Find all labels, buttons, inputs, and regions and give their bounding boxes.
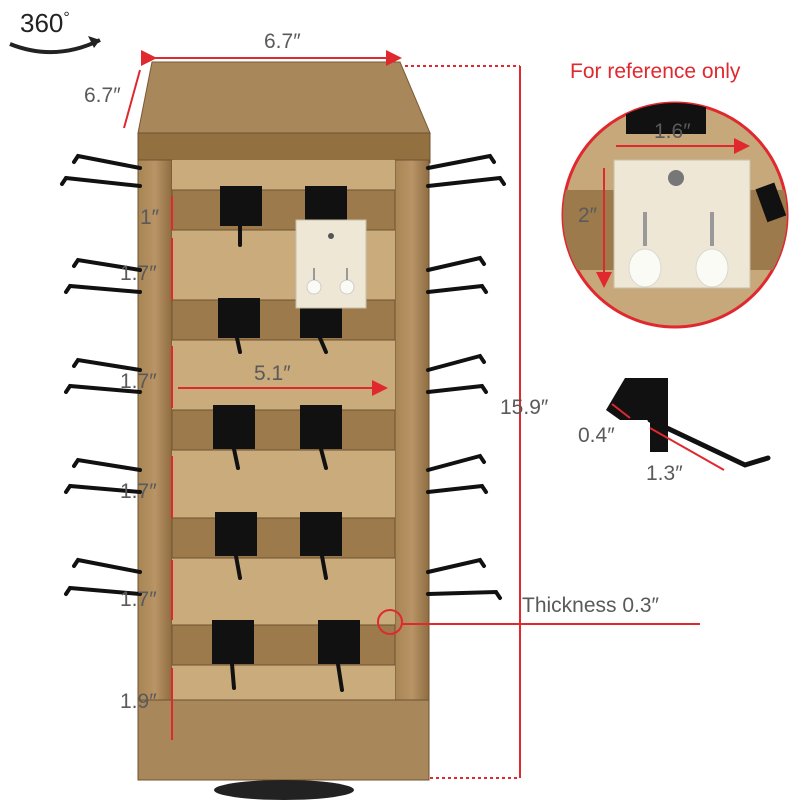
rotate-arrow-icon bbox=[9, 36, 101, 54]
gap-3-label: 1.7″ bbox=[120, 480, 157, 503]
top-depth-label: 6.7″ bbox=[84, 84, 121, 107]
hook-illustration bbox=[606, 378, 771, 471]
degree-symbol: ° bbox=[63, 9, 70, 27]
gap-bottom-label: 1.9″ bbox=[120, 690, 157, 713]
gap-1-label: 1.7″ bbox=[120, 262, 157, 285]
front-hooks bbox=[212, 186, 360, 692]
detail-circle bbox=[561, 101, 789, 329]
inner-width-label: 5.1″ bbox=[254, 362, 291, 385]
height-label: 15.9″ bbox=[500, 396, 549, 419]
right-side-hooks bbox=[426, 153, 506, 600]
display-rack bbox=[137, 61, 431, 800]
gap-2-label: 1.7″ bbox=[120, 370, 157, 393]
hook-slot-label: 0.4″ bbox=[578, 424, 615, 447]
left-side-hooks bbox=[60, 153, 142, 596]
card-height-label: 2″ bbox=[578, 204, 598, 227]
card-width-label: 1.6″ bbox=[654, 120, 691, 143]
earring-card bbox=[295, 219, 367, 309]
reference-title: For reference only bbox=[570, 60, 741, 83]
dimension-lines bbox=[123, 50, 700, 779]
thickness-label: Thickness 0.3″ bbox=[522, 594, 659, 617]
hook-length-label: 1.3″ bbox=[646, 462, 683, 485]
gap-top-label: 1″ bbox=[140, 206, 160, 229]
rotation-badge: 360° bbox=[20, 8, 70, 39]
gap-4-label: 1.7″ bbox=[120, 588, 157, 611]
rotation-value: 360 bbox=[20, 8, 64, 38]
top-width-label: 6.7″ bbox=[264, 30, 301, 53]
